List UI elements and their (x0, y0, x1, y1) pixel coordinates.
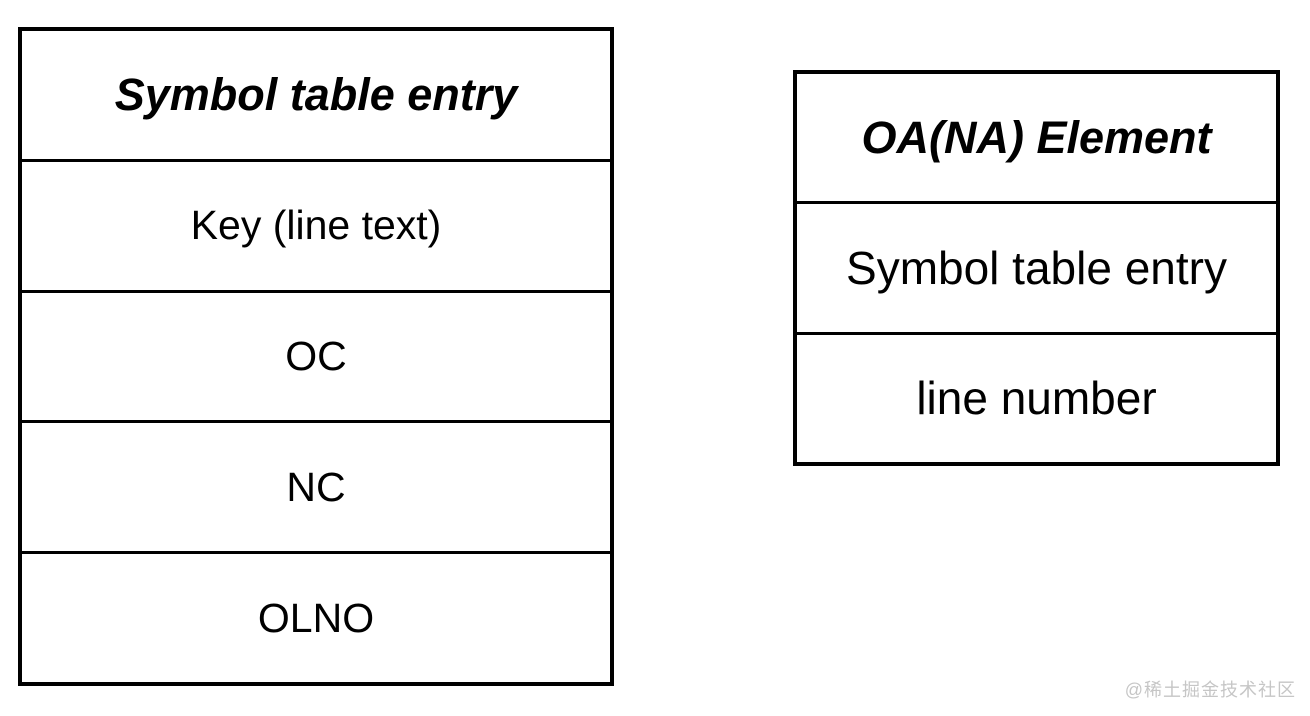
table-row: OC (22, 289, 610, 421)
table-row: NC (22, 420, 610, 551)
table-row: line number (797, 331, 1276, 462)
right-table-header-label: OA(NA) Element (861, 111, 1212, 163)
table-row: Key (line text) (22, 158, 610, 290)
left-table-header-label: Symbol table entry (114, 68, 518, 120)
table-row: OLNO (22, 551, 610, 682)
left-table-row-oc-label: OC (285, 332, 347, 379)
right-table-header: OA(NA) Element (797, 74, 1276, 201)
left-table-row-nc-label: NC (286, 463, 346, 510)
left-table-row-olno-label: OLNO (257, 594, 375, 641)
left-table-row-key-label: Key (line text) (190, 202, 442, 249)
oa-na-element-diagram: OA(NA) Element Symbol table entry line n… (793, 70, 1280, 466)
table-row: Symbol table entry (797, 201, 1276, 331)
watermark: @稀土掘金技术社区 (1124, 680, 1296, 700)
left-table-header: Symbol table entry (22, 31, 610, 159)
right-table-row-line-number-label: line number (916, 372, 1157, 425)
symbol-table-entry-diagram: Symbol table entry Key (line text) OC NC… (18, 27, 614, 686)
right-table-row-symbol-entry-label: Symbol table entry (846, 241, 1227, 294)
